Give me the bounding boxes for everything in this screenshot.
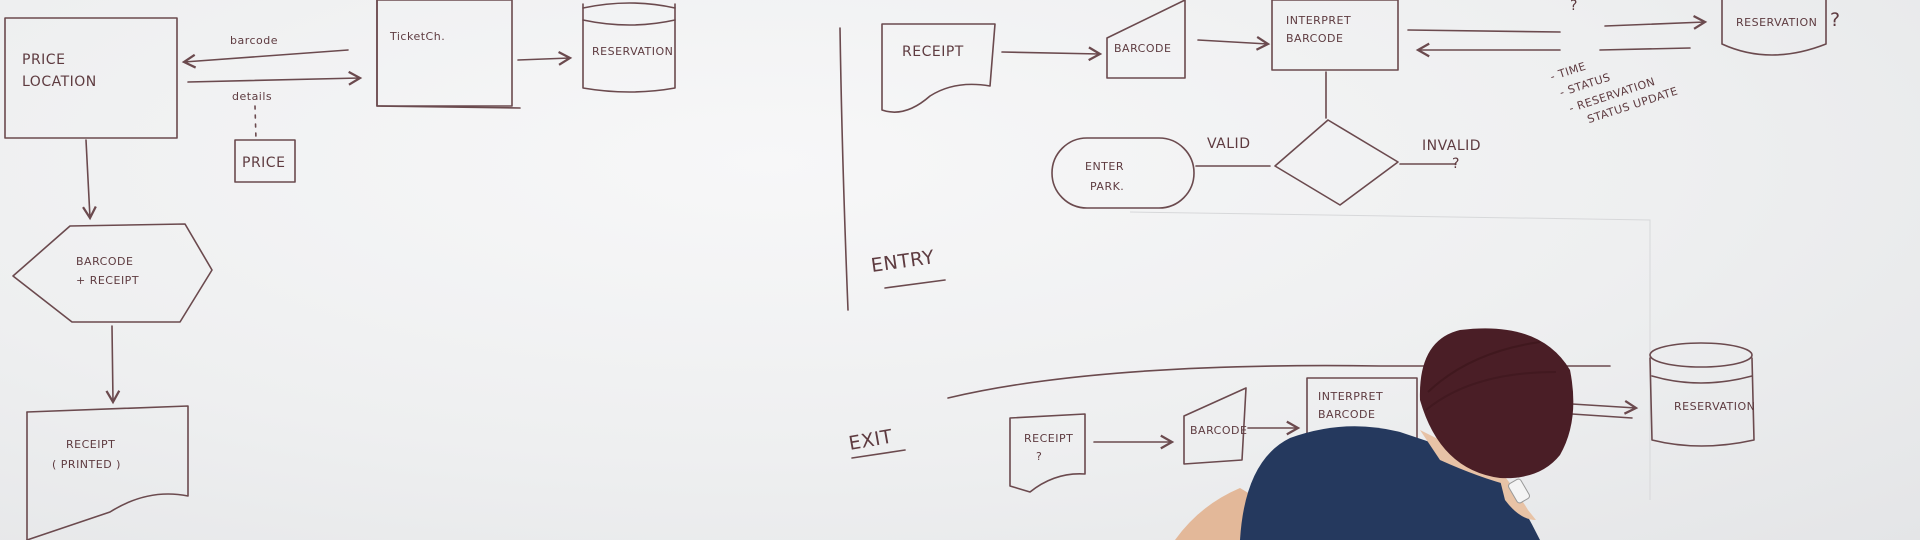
exit-reservation-db-ring (1651, 375, 1753, 384)
entry-enter-park-terminal (1051, 137, 1195, 209)
exit-barcode-input (1183, 387, 1247, 465)
exit-interpret-label-1: INTERPRET (1318, 390, 1383, 403)
exit-to-reservation-arrow (1571, 399, 1639, 415)
entry-question-mark: ? (1570, 0, 1578, 14)
entry-to-db-arrow (1604, 15, 1708, 30)
details-arrow-label: details (232, 90, 272, 103)
beanie-hat (1419, 328, 1574, 479)
section-divider-line (839, 27, 849, 311)
faint-guide-line (1129, 211, 1651, 500)
entry-barcode-to-interpret-arrow (1197, 36, 1271, 51)
price-box-label: PRICE (242, 155, 285, 171)
ticket-box-frame (376, 0, 513, 107)
price-box (234, 139, 296, 183)
price-location-label-2: LOCATION (22, 74, 97, 90)
entry-interpret-box (1271, 0, 1399, 71)
entry-interpret-label-2: BARCODE (1286, 32, 1343, 45)
details-arrow (187, 70, 363, 86)
entry-enter-park-label-1: ENTER (1085, 160, 1124, 173)
marker-pen (1508, 478, 1530, 504)
exit-reservation-db-label: RESERVATION (1674, 400, 1755, 413)
reservation-db-left-label: RESERVATION (592, 45, 673, 58)
receipt-printed-label-1: RECEIPT (66, 438, 115, 451)
price-location-box (4, 17, 178, 139)
exit-barcode-label: BARCODE (1190, 424, 1247, 437)
barcode-receipt-label-1: BARCODE (76, 255, 133, 268)
price-to-barcode-arrow (82, 139, 97, 221)
entry-db-question-mark: ? (1830, 9, 1841, 31)
person-shirt (1240, 426, 1540, 540)
exit-receipt-label-1: RECEIPT (1024, 432, 1073, 445)
entry-section-underline (884, 279, 946, 289)
ticket-box-label: TicketCh. (389, 30, 445, 43)
reservation-db-left-ring (582, 19, 676, 26)
entry-invalid-label-1: INVALID (1422, 138, 1481, 154)
person-arm (1175, 488, 1260, 540)
exit-section-underline (851, 449, 906, 459)
reservation-db-left (582, 3, 676, 93)
barcode-receipt-label-2: + RECEIPT (76, 274, 139, 287)
entry-valid-label: VALID (1207, 136, 1250, 152)
entry-enter-park-label-2: PARK. (1090, 180, 1124, 193)
entry-reservation-db-label: RESERVATION (1736, 16, 1817, 29)
exit-reservation-db (1649, 357, 1755, 447)
barcode-receipt-hexagon (12, 223, 213, 323)
receipt-printed-document (26, 405, 189, 540)
beanie-rib (1427, 341, 1541, 393)
entry-valid-decision (1274, 119, 1399, 206)
entry-reservation-db (1721, 0, 1827, 56)
entry-receipt-document (881, 23, 996, 113)
exit-receipt-label-2: ? (1036, 450, 1042, 463)
entry-barcode-label: BARCODE (1114, 42, 1171, 55)
exit-to-reservation-line (1571, 413, 1633, 419)
exit-receipt-document (1009, 413, 1086, 493)
exit-interpret-label-2: BARCODE (1318, 408, 1375, 421)
details-dotted-connector (254, 105, 257, 141)
entry-interpret-to-db-line (1407, 29, 1561, 33)
entry-barcode-input (1106, 0, 1186, 79)
entry-receipt-to-barcode-arrow (1001, 46, 1103, 62)
exit-reservation-db-top (1649, 342, 1753, 368)
ticket-to-reservation-arrow (517, 51, 573, 66)
entry-return-line (1599, 47, 1691, 51)
receipt-printed-label-2: ( PRINTED ) (52, 458, 121, 471)
barcode-to-receipt-arrow (105, 325, 121, 405)
entry-interpret-label-1: INTERPRET (1286, 14, 1351, 27)
price-location-label-1: PRICE (22, 52, 65, 68)
barcode-arrow-label: barcode (230, 34, 278, 47)
exit-top-curve (947, 364, 1611, 399)
reservation-db-left-top (582, 2, 676, 9)
barcode-arrow (181, 49, 349, 69)
entry-invalid-label-2: ? (1452, 156, 1460, 172)
entry-receipt-label: RECEIPT (902, 44, 964, 60)
beanie-rib-2 (1425, 371, 1557, 411)
